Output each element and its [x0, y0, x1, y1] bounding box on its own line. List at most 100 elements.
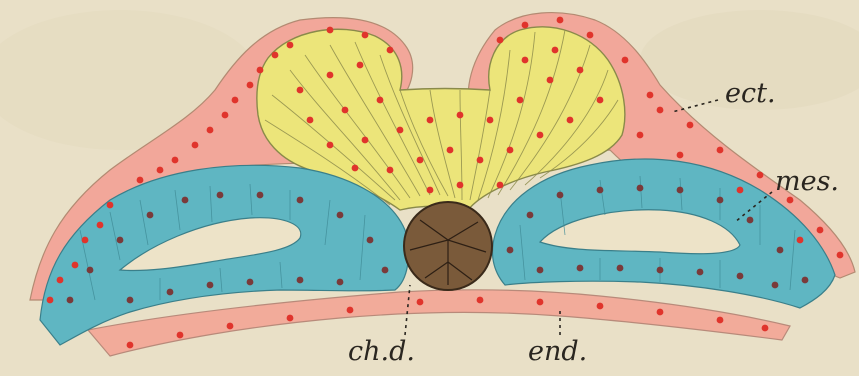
nucleus-dot — [772, 282, 779, 289]
nucleus-dot — [657, 309, 664, 316]
nucleus-dot — [377, 97, 384, 104]
label-ect: ect. — [725, 78, 776, 109]
nucleus-dot — [297, 277, 304, 284]
nucleus-dot — [677, 187, 684, 194]
nucleus-dot — [247, 82, 254, 89]
nucleus-dot — [447, 147, 454, 154]
nucleus-dot — [287, 42, 294, 49]
nucleus-dot — [227, 323, 234, 330]
nucleus-dot — [597, 97, 604, 104]
nucleus-dot — [97, 222, 104, 229]
nucleus-dot — [747, 217, 754, 224]
nucleus-dot — [522, 22, 529, 29]
nucleus-dot — [537, 299, 544, 306]
nucleus-dot — [717, 147, 724, 154]
nucleus-dot — [597, 187, 604, 194]
nucleus-dot — [697, 269, 704, 276]
nucleus-dot — [327, 27, 334, 34]
nucleus-dot — [337, 212, 344, 219]
nucleus-dot — [387, 167, 394, 174]
nucleus-dot — [72, 262, 79, 269]
nucleus-dot — [297, 197, 304, 204]
nucleus-dot — [647, 92, 654, 99]
nucleus-dot — [457, 112, 464, 119]
nucleus-dot — [687, 122, 694, 129]
nucleus-dot — [357, 62, 364, 69]
nucleus-dot — [367, 237, 374, 244]
nucleus-dot — [527, 212, 534, 219]
nucleus-dot — [232, 97, 239, 104]
nucleus-dot — [717, 317, 724, 324]
nucleus-dot — [787, 197, 794, 204]
label-mes: mes. — [775, 166, 839, 197]
nucleus-dot — [427, 187, 434, 194]
nucleus-dot — [837, 252, 844, 259]
nucleus-dot — [777, 247, 784, 254]
nucleus-dot — [637, 185, 644, 192]
nucleus-dot — [67, 297, 74, 304]
nucleus-dot — [127, 342, 134, 349]
nucleus-dot — [737, 187, 744, 194]
nucleus-dot — [137, 177, 144, 184]
nucleus-dot — [587, 32, 594, 39]
nucleus-dot — [762, 325, 769, 332]
nucleus-dot — [417, 299, 424, 306]
nucleus-dot — [497, 37, 504, 44]
nucleus-dot — [352, 165, 359, 172]
nucleus-dot — [537, 267, 544, 274]
nucleus-dot — [477, 157, 484, 164]
label-end: end. — [528, 336, 587, 367]
nucleus-dot — [577, 67, 584, 74]
nucleus-dot — [157, 167, 164, 174]
nucleus-dot — [737, 273, 744, 280]
nucleus-dot — [127, 297, 134, 304]
nucleus-dot — [327, 72, 334, 79]
nucleus-dot — [802, 277, 809, 284]
nucleus-dot — [337, 279, 344, 286]
nucleus-dot — [347, 307, 354, 314]
nucleus-dot — [222, 112, 229, 119]
nucleus-dot — [217, 192, 224, 199]
nucleus-dot — [257, 192, 264, 199]
nucleus-dot — [207, 127, 214, 134]
nucleus-dot — [272, 52, 279, 59]
notochord — [404, 202, 492, 290]
nucleus-dot — [717, 197, 724, 204]
nucleus-dot — [307, 117, 314, 124]
nucleus-dot — [257, 67, 264, 74]
nucleus-dot — [342, 107, 349, 114]
nucleus-dot — [677, 152, 684, 159]
nucleus-dot — [327, 142, 334, 149]
nucleus-dot — [47, 297, 54, 304]
nucleus-dot — [657, 107, 664, 114]
nucleus-dot — [567, 117, 574, 124]
nucleus-dot — [757, 172, 764, 179]
nucleus-dot — [617, 265, 624, 272]
nucleus-dot — [637, 132, 644, 139]
nucleus-dot — [172, 157, 179, 164]
nucleus-dot — [207, 282, 214, 289]
nucleus-dot — [297, 87, 304, 94]
nucleus-dot — [522, 57, 529, 64]
nucleus-dot — [362, 137, 369, 144]
nucleus-dot — [427, 117, 434, 124]
nucleus-dot — [517, 97, 524, 104]
nucleus-dot — [507, 147, 514, 154]
nucleus-dot — [547, 77, 554, 84]
nucleus-dot — [537, 132, 544, 139]
nucleus-dot — [107, 202, 114, 209]
nucleus-dot — [552, 47, 559, 54]
nucleus-dot — [557, 192, 564, 199]
nucleus-dot — [387, 47, 394, 54]
nucleus-dot — [497, 182, 504, 189]
nucleus-dot — [287, 315, 294, 322]
nucleus-dot — [817, 227, 824, 234]
nucleus-dot — [487, 117, 494, 124]
nucleus-dot — [577, 265, 584, 272]
nucleus-dot — [57, 277, 64, 284]
nucleus-dot — [507, 247, 514, 254]
label-chd: ch.d. — [348, 336, 415, 367]
nucleus-dot — [362, 32, 369, 39]
nucleus-dot — [87, 267, 94, 274]
